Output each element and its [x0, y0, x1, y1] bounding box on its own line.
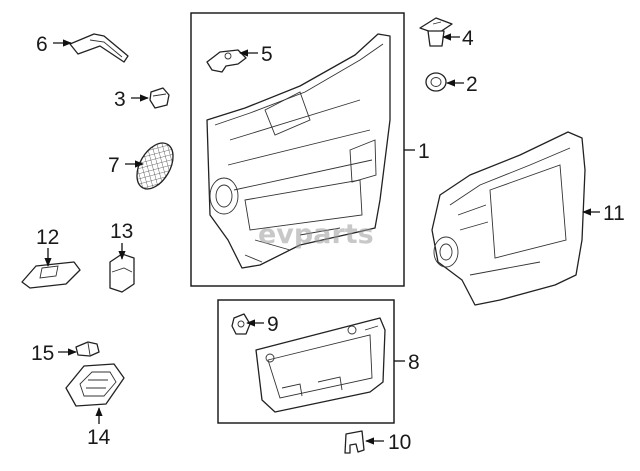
rear-door-panel-drawing	[431, 131, 586, 306]
retainer-10-drawing	[344, 430, 365, 454]
callout-1: 1	[418, 140, 430, 163]
callout-7: 7	[108, 154, 120, 177]
switch-bezel-12-drawing	[21, 261, 81, 289]
callout-2: 2	[466, 73, 478, 96]
bracket-5-drawing	[206, 49, 247, 73]
lamp-housing-14-drawing	[65, 363, 125, 407]
callout-15: 15	[31, 342, 54, 365]
callout-10: 10	[388, 431, 411, 454]
callout-14: 14	[87, 426, 111, 449]
callout-3: 3	[114, 88, 126, 111]
retainer-4-drawing	[419, 17, 453, 47]
clip-9-drawing	[231, 313, 251, 335]
callout-5: 5	[261, 43, 273, 66]
callout-13: 13	[110, 220, 133, 243]
callout-6: 6	[36, 33, 48, 56]
front-door-panel-drawing	[206, 33, 391, 269]
storage-pocket-drawing	[255, 317, 386, 413]
speaker-grille-7-drawing	[136, 142, 174, 190]
cover-13-drawing	[109, 253, 135, 293]
leader-lines	[44, 33, 600, 445]
callout-4: 4	[462, 27, 474, 50]
grommet-drawing	[425, 72, 447, 92]
bulb-15-drawing	[75, 341, 100, 357]
watermark: evparts	[258, 219, 374, 250]
callout-9: 9	[267, 313, 279, 336]
callout-12: 12	[36, 226, 59, 249]
handle-trim-6-drawing	[69, 33, 129, 63]
callout-8: 8	[408, 351, 420, 374]
callout-11: 11	[603, 202, 625, 225]
clip-3-drawing	[149, 87, 170, 109]
